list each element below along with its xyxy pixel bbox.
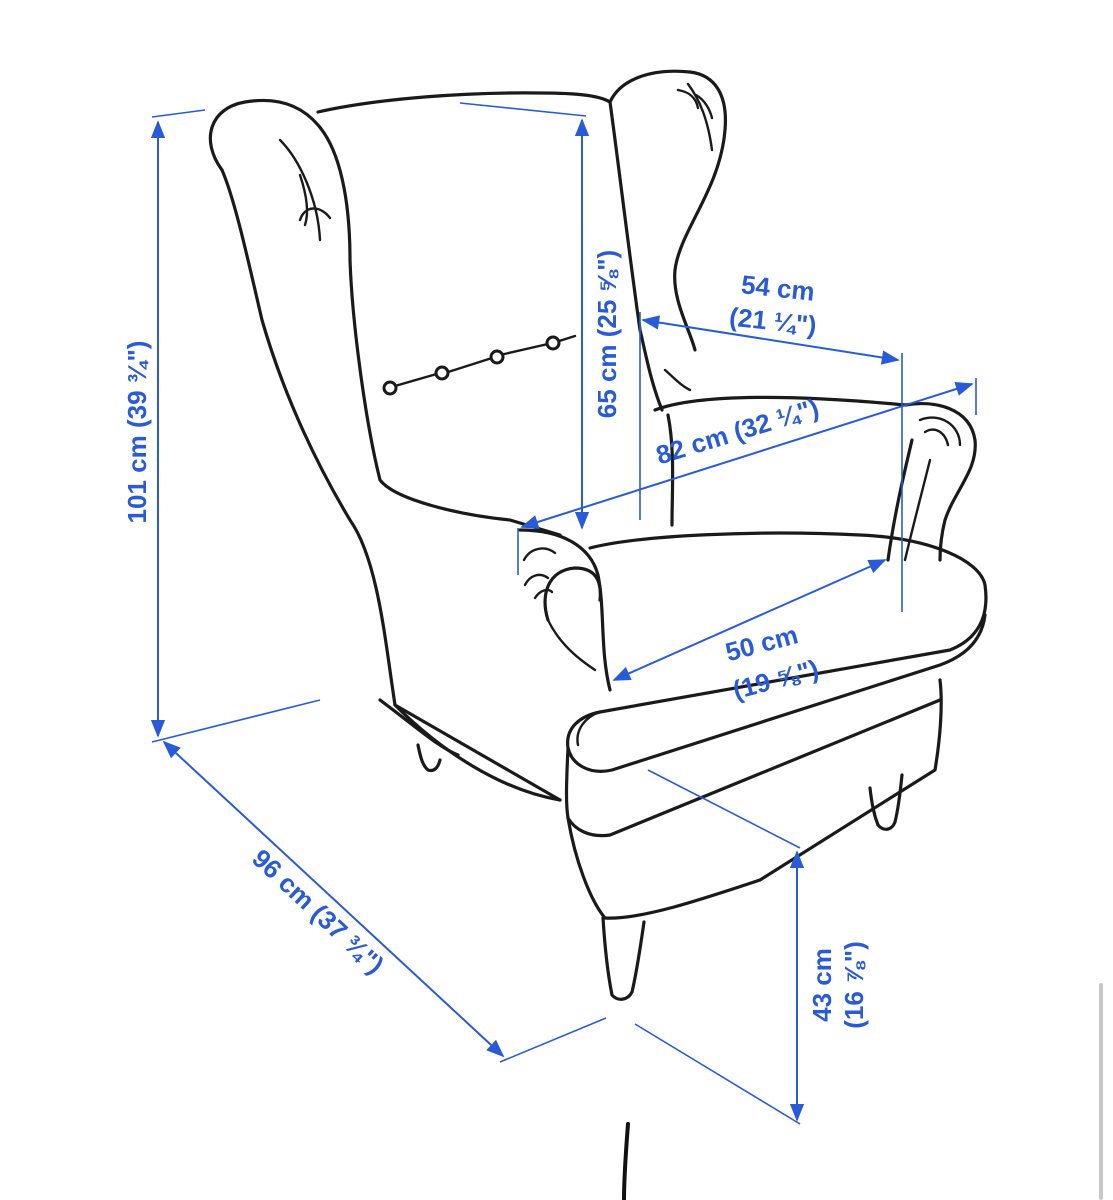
height-total-label: 101 cm (39 ¾") (122, 341, 152, 524)
dimension-labels: 101 cm (39 ¾") 65 cm (25 ⅝") 54 cm (21 ¼… (122, 250, 869, 1029)
width-line (520, 382, 974, 529)
seat-height-inch-label: (16 ⅞") (839, 941, 869, 1028)
depth-label: 96 cm (37 ¾") (246, 843, 390, 980)
pen-stroke (622, 1122, 630, 1200)
seat-width-line (612, 559, 887, 681)
chair-drawing (208, 69, 988, 1001)
depth-line (162, 740, 505, 1058)
arm-width-line (641, 315, 900, 365)
seat-height-label: 43 cm (807, 948, 837, 1022)
dimension-lines (150, 102, 977, 1125)
backrest-buttons (382, 334, 577, 396)
back-height-label: 65 cm (25 ⅝") (592, 250, 622, 418)
arm-width-label: 54 cm (740, 269, 816, 307)
